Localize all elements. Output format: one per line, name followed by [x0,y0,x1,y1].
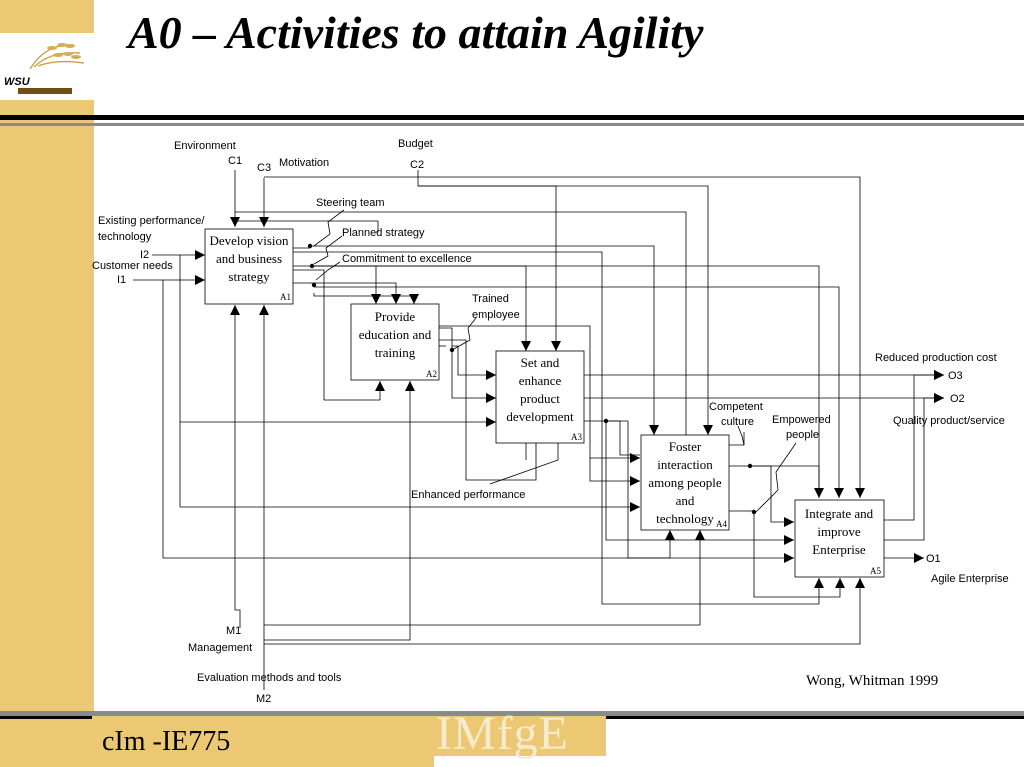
a1-line-3: strategy [228,269,270,284]
a2-id: A2 [426,369,437,379]
footer-rule-grey [0,711,1024,716]
label-evaluation: Evaluation methods and tools [197,672,342,684]
label-existing-2: technology [98,231,152,243]
label-planned: Planned strategy [342,227,425,239]
a3-id: A3 [571,432,582,442]
label-o2: O2 [950,393,965,405]
a3-line-1: Set and [521,355,560,370]
label-trained-1: Trained [472,293,509,305]
label-c1: C1 [228,155,242,167]
brand-logo: IMfgE [436,707,569,760]
a4-line-5: technology [656,511,714,526]
a3-line-2: enhance [519,373,562,388]
a1-line-1: Develop vision [209,233,289,248]
activity-box-a1: Develop vision and business strategy A1 [204,228,294,305]
wheat-logo-icon: WSU [4,43,85,94]
a4-line-3: among people [648,475,722,490]
brand-band [434,716,606,756]
diagram-labels: Environment C1 C3 Motivation Budget C2 S… [92,138,1009,705]
a5-id: A5 [870,566,881,576]
a5-line-1: Integrate and [805,506,874,521]
a2-line-2: education and [359,327,432,342]
label-i2: I2 [140,249,149,261]
label-empowered-1: Empowered [772,414,831,426]
a5-line-2: improve [817,524,861,539]
a4-line-4: and [676,493,695,508]
label-budget: Budget [398,138,433,150]
connector-lines [133,170,944,690]
label-environment: Environment [174,140,236,152]
label-competent-2: culture [721,416,754,428]
a2-line-3: training [375,345,416,360]
label-m2: M2 [256,693,271,705]
activity-box-a2: Provide education and training A2 [350,303,440,381]
label-enhanced: Enhanced performance [411,489,525,501]
label-o1: O1 [926,553,941,565]
university-logo: WSU [0,33,94,100]
label-commitment: Commitment to excellence [342,253,472,265]
logo-text: WSU [4,76,31,88]
label-motivation: Motivation [279,157,329,169]
label-customer: Customer needs [92,260,173,272]
label-trained-2: employee [472,309,520,321]
label-empowered-2: people [786,429,819,441]
sidebar-band [0,0,94,767]
activity-box-a4: Foster interaction among people and tech… [640,434,730,531]
a4-line-1: Foster [669,439,702,454]
a3-line-4: development [506,409,574,424]
label-management: Management [188,642,252,654]
a5-line-3: Enterprise [812,542,866,557]
slide-title: A0 – Activities to attain Agility [128,7,704,58]
course-code: cIm -IE775 [102,726,231,757]
label-competent-1: Competent [709,401,763,413]
junction-dots [307,243,757,515]
label-c3: C3 [257,162,271,174]
label-steering: Steering team [316,197,384,209]
title-rule-grey [0,123,1024,126]
label-m1: M1 [226,625,241,637]
activity-box-a5: Integrate and improve Enterprise A5 [794,499,885,578]
label-o3: O3 [948,370,963,382]
a4-line-2: interaction [657,457,713,472]
label-quality: Quality product/service [893,415,1005,427]
a1-line-2: and business [216,251,282,266]
label-c2: C2 [410,159,424,171]
citation: Wong, Whitman 1999 [806,673,939,689]
title-rule-thick [0,115,1024,120]
label-i1: I1 [117,274,126,286]
a2-line-1: Provide [375,309,416,324]
label-agile: Agile Enterprise [931,573,1009,585]
footer-band [92,716,434,767]
a4-id: A4 [716,519,727,529]
a1-id: A1 [280,292,291,302]
label-existing-1: Existing performance/ [98,215,205,227]
a3-line-3: product [520,391,560,406]
label-reduced: Reduced production cost [875,352,997,364]
activity-box-a3: Set and enhance product development A3 [495,350,585,444]
